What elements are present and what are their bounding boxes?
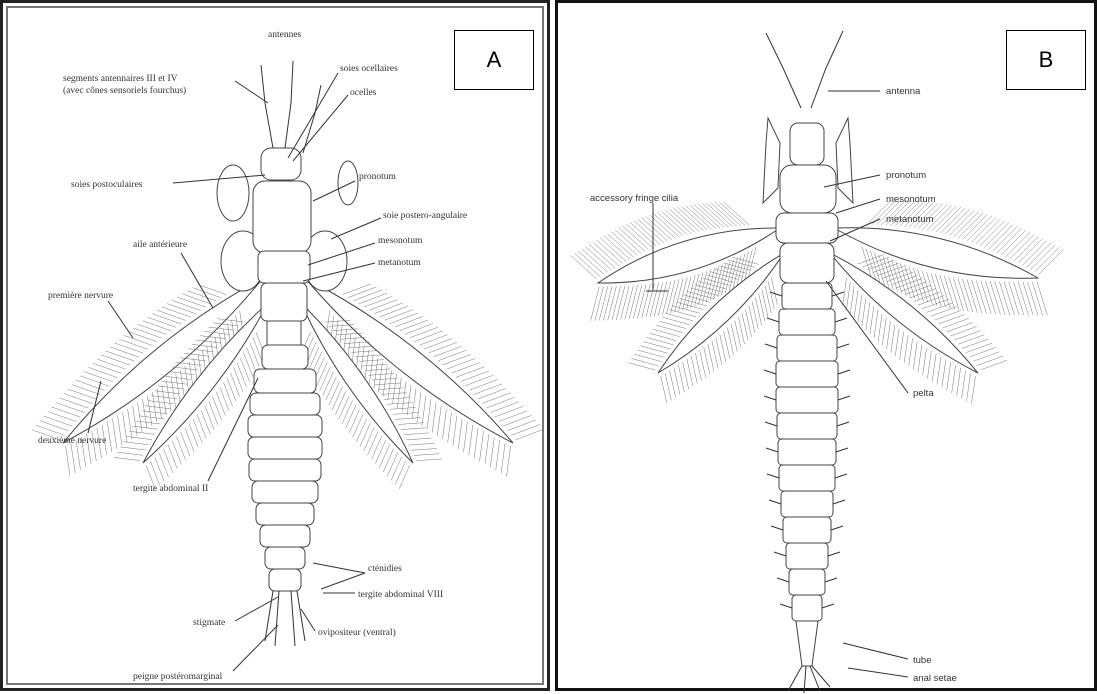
panel-b: B antenna pronotum m [555, 0, 1097, 691]
label-tube: tube [913, 655, 932, 666]
label-mesonotum: mesonotum [378, 236, 423, 246]
label-soie-postero-angulaire: soie postero-angulaire [383, 211, 467, 221]
label-antenna: antenna [886, 86, 921, 97]
label-segments: segments antennaires III et IV [63, 74, 178, 84]
panel-b-labels: antenna pronotum mesonotum metanotum acc… [558, 3, 1097, 694]
label-ocelles: ocelles [350, 88, 377, 98]
label-aile-anterieure: aile antérieure [133, 240, 187, 250]
label-pronotum: pronotum [359, 172, 397, 182]
label-stigmate: stigmate [193, 618, 225, 628]
label-metanotum: metanotum [378, 258, 421, 268]
label-antennes: antennes [268, 30, 302, 40]
label-deuxieme-nervure: deuxième nervure [38, 436, 106, 446]
label-cteniidies: cténidies [368, 564, 402, 574]
label-accessory-fringe-cilia: accessory fringe cilia [590, 193, 679, 204]
label-metanotum-b: metanotum [886, 214, 934, 225]
label-ovipositeur: ovipositeur (ventral) [318, 627, 396, 638]
label-segments-note: (avec cônes sensoriels fourchus) [63, 85, 186, 96]
label-soies-postoculaires: soies postoculaires [71, 180, 143, 190]
label-peigne: peigne postéromarginal [133, 672, 223, 682]
label-tergite-ii: tergite abdominal II [133, 484, 208, 494]
panel-a: A [0, 0, 550, 691]
panel-a-labels: antennes segments antennaires III et IV … [3, 3, 553, 694]
label-pelta: pelta [913, 388, 934, 399]
label-soies-ocellaires: soies ocellaires [340, 64, 398, 74]
label-anal-setae: anal setae [913, 673, 957, 684]
label-premiere-nervure: première nervure [48, 291, 113, 301]
label-mesonotum-b: mesonotum [886, 194, 936, 205]
label-pronotum-b: pronotum [886, 170, 926, 181]
label-tergite-viii: tergite abdominal VIII [358, 590, 443, 600]
